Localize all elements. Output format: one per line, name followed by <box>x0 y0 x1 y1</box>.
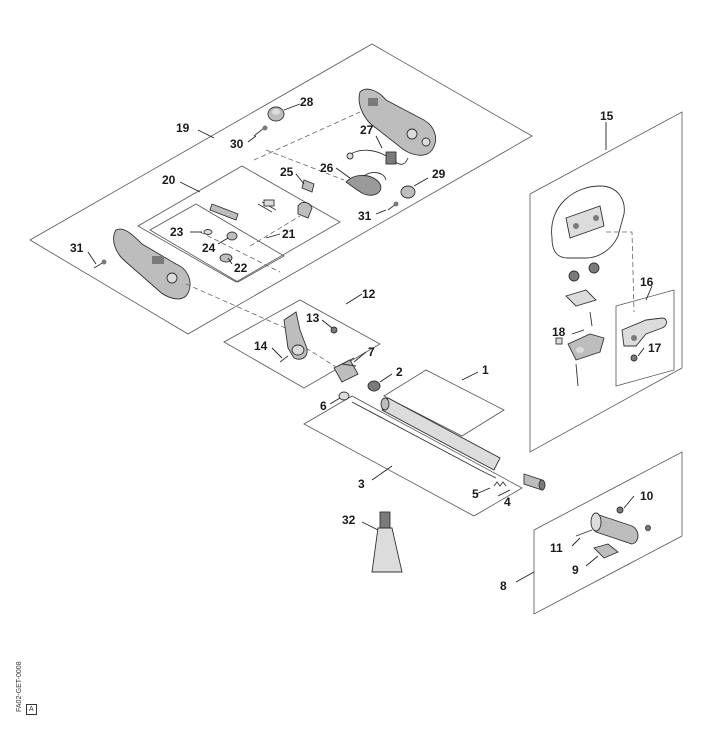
panel-16-barrier-bar <box>615 289 675 387</box>
callout-8: 8 <box>500 579 507 593</box>
nut-29 <box>400 185 416 199</box>
screw-18a <box>589 311 593 327</box>
callout-13: 13 <box>306 311 320 325</box>
handle-housing-right-half <box>358 88 436 156</box>
callout-32: 32 <box>342 513 356 527</box>
document-revision: A <box>26 704 37 715</box>
panel-1-drive-tube <box>383 369 505 437</box>
callout-28: 28 <box>300 95 314 109</box>
callout-1: 1 <box>482 363 489 377</box>
callout-10: 10 <box>640 489 654 503</box>
nut-10b <box>645 525 651 531</box>
screw-31-left <box>93 259 107 269</box>
clamp-bracket <box>283 311 308 360</box>
callout-22: 22 <box>234 261 248 275</box>
connector-25 <box>301 179 315 193</box>
callout-24: 24 <box>202 241 216 255</box>
screw-11 <box>575 529 593 537</box>
callout-7: 7 <box>368 345 375 359</box>
callout-30: 30 <box>230 137 244 151</box>
assembly-line <box>249 215 301 247</box>
screw-17 <box>630 354 638 362</box>
boss-7 <box>333 357 359 383</box>
nut-28 <box>267 106 285 122</box>
switch-spring <box>257 199 277 213</box>
panel-3-drive-shaft <box>303 395 523 517</box>
assembly-line <box>265 149 345 181</box>
callout-11: 11 <box>550 541 563 555</box>
clamp-shell-lower <box>567 333 605 361</box>
throttle-trigger <box>209 203 239 221</box>
screw-30 <box>253 125 268 137</box>
panel-8-handle-kit <box>533 451 683 615</box>
callout-29: 29 <box>432 167 446 181</box>
spacer-24 <box>226 231 238 241</box>
nut-10 <box>616 506 624 514</box>
screw-14 <box>279 355 289 363</box>
panel-15-loop-handle <box>529 111 683 453</box>
bushing-2 <box>367 380 381 392</box>
handle-housing-left-half <box>113 228 191 300</box>
callout-27: 27 <box>360 123 374 137</box>
assembly-line <box>606 231 635 313</box>
barrier-bar <box>621 317 667 347</box>
wing-screw-9 <box>593 543 619 559</box>
callout-14: 14 <box>254 339 268 353</box>
plug-6 <box>338 391 350 401</box>
loop-handle <box>551 185 625 259</box>
assembly-line <box>253 111 361 161</box>
callout-17: 17 <box>648 341 662 355</box>
cable-harness <box>346 149 409 165</box>
nut-13 <box>330 326 338 334</box>
callout-19: 19 <box>176 121 190 135</box>
drive-shaft <box>351 401 497 479</box>
grease-tube <box>371 511 403 573</box>
panel-12-clamp <box>223 299 381 389</box>
callout-15: 15 <box>600 109 614 123</box>
callout-23: 23 <box>170 225 184 239</box>
panel-21-contacts <box>149 203 285 283</box>
clamp-shell-upper <box>565 289 597 307</box>
assembly-line <box>185 283 291 331</box>
handle-grip <box>590 512 639 545</box>
callout-31-right: 31 <box>358 209 372 223</box>
leader-lines <box>87 103 653 583</box>
callout-18: 18 <box>552 325 566 339</box>
callout-2: 2 <box>396 365 403 379</box>
spacer-18 <box>555 337 563 345</box>
panel-20-switch-parts <box>137 165 341 283</box>
callout-9: 9 <box>572 563 579 577</box>
callout-12: 12 <box>362 287 376 301</box>
callout-31-left: 31 <box>70 241 84 255</box>
callout-5: 5 <box>472 487 479 501</box>
spring-5 <box>493 481 507 487</box>
document-code: FA02-GET-0008 <box>16 661 23 712</box>
screw-31-right <box>387 201 399 211</box>
assembly-line <box>199 231 281 273</box>
contact-23 <box>203 229 213 235</box>
stop-switch <box>297 201 313 219</box>
callout-20: 20 <box>162 173 176 187</box>
callout-21: 21 <box>282 227 296 241</box>
drive-tube <box>380 397 501 471</box>
callout-4: 4 <box>504 495 511 509</box>
callout-6: 6 <box>320 399 327 413</box>
nuts-15 <box>568 262 600 282</box>
screw-18b <box>575 363 579 387</box>
sleeve-4 <box>523 473 546 491</box>
panel-19-handle-housing <box>29 43 533 335</box>
callout-25: 25 <box>280 165 294 179</box>
callout-16: 16 <box>640 275 654 289</box>
callout-26: 26 <box>320 161 334 175</box>
ignition-lead <box>345 172 387 196</box>
callout-3: 3 <box>358 477 365 491</box>
